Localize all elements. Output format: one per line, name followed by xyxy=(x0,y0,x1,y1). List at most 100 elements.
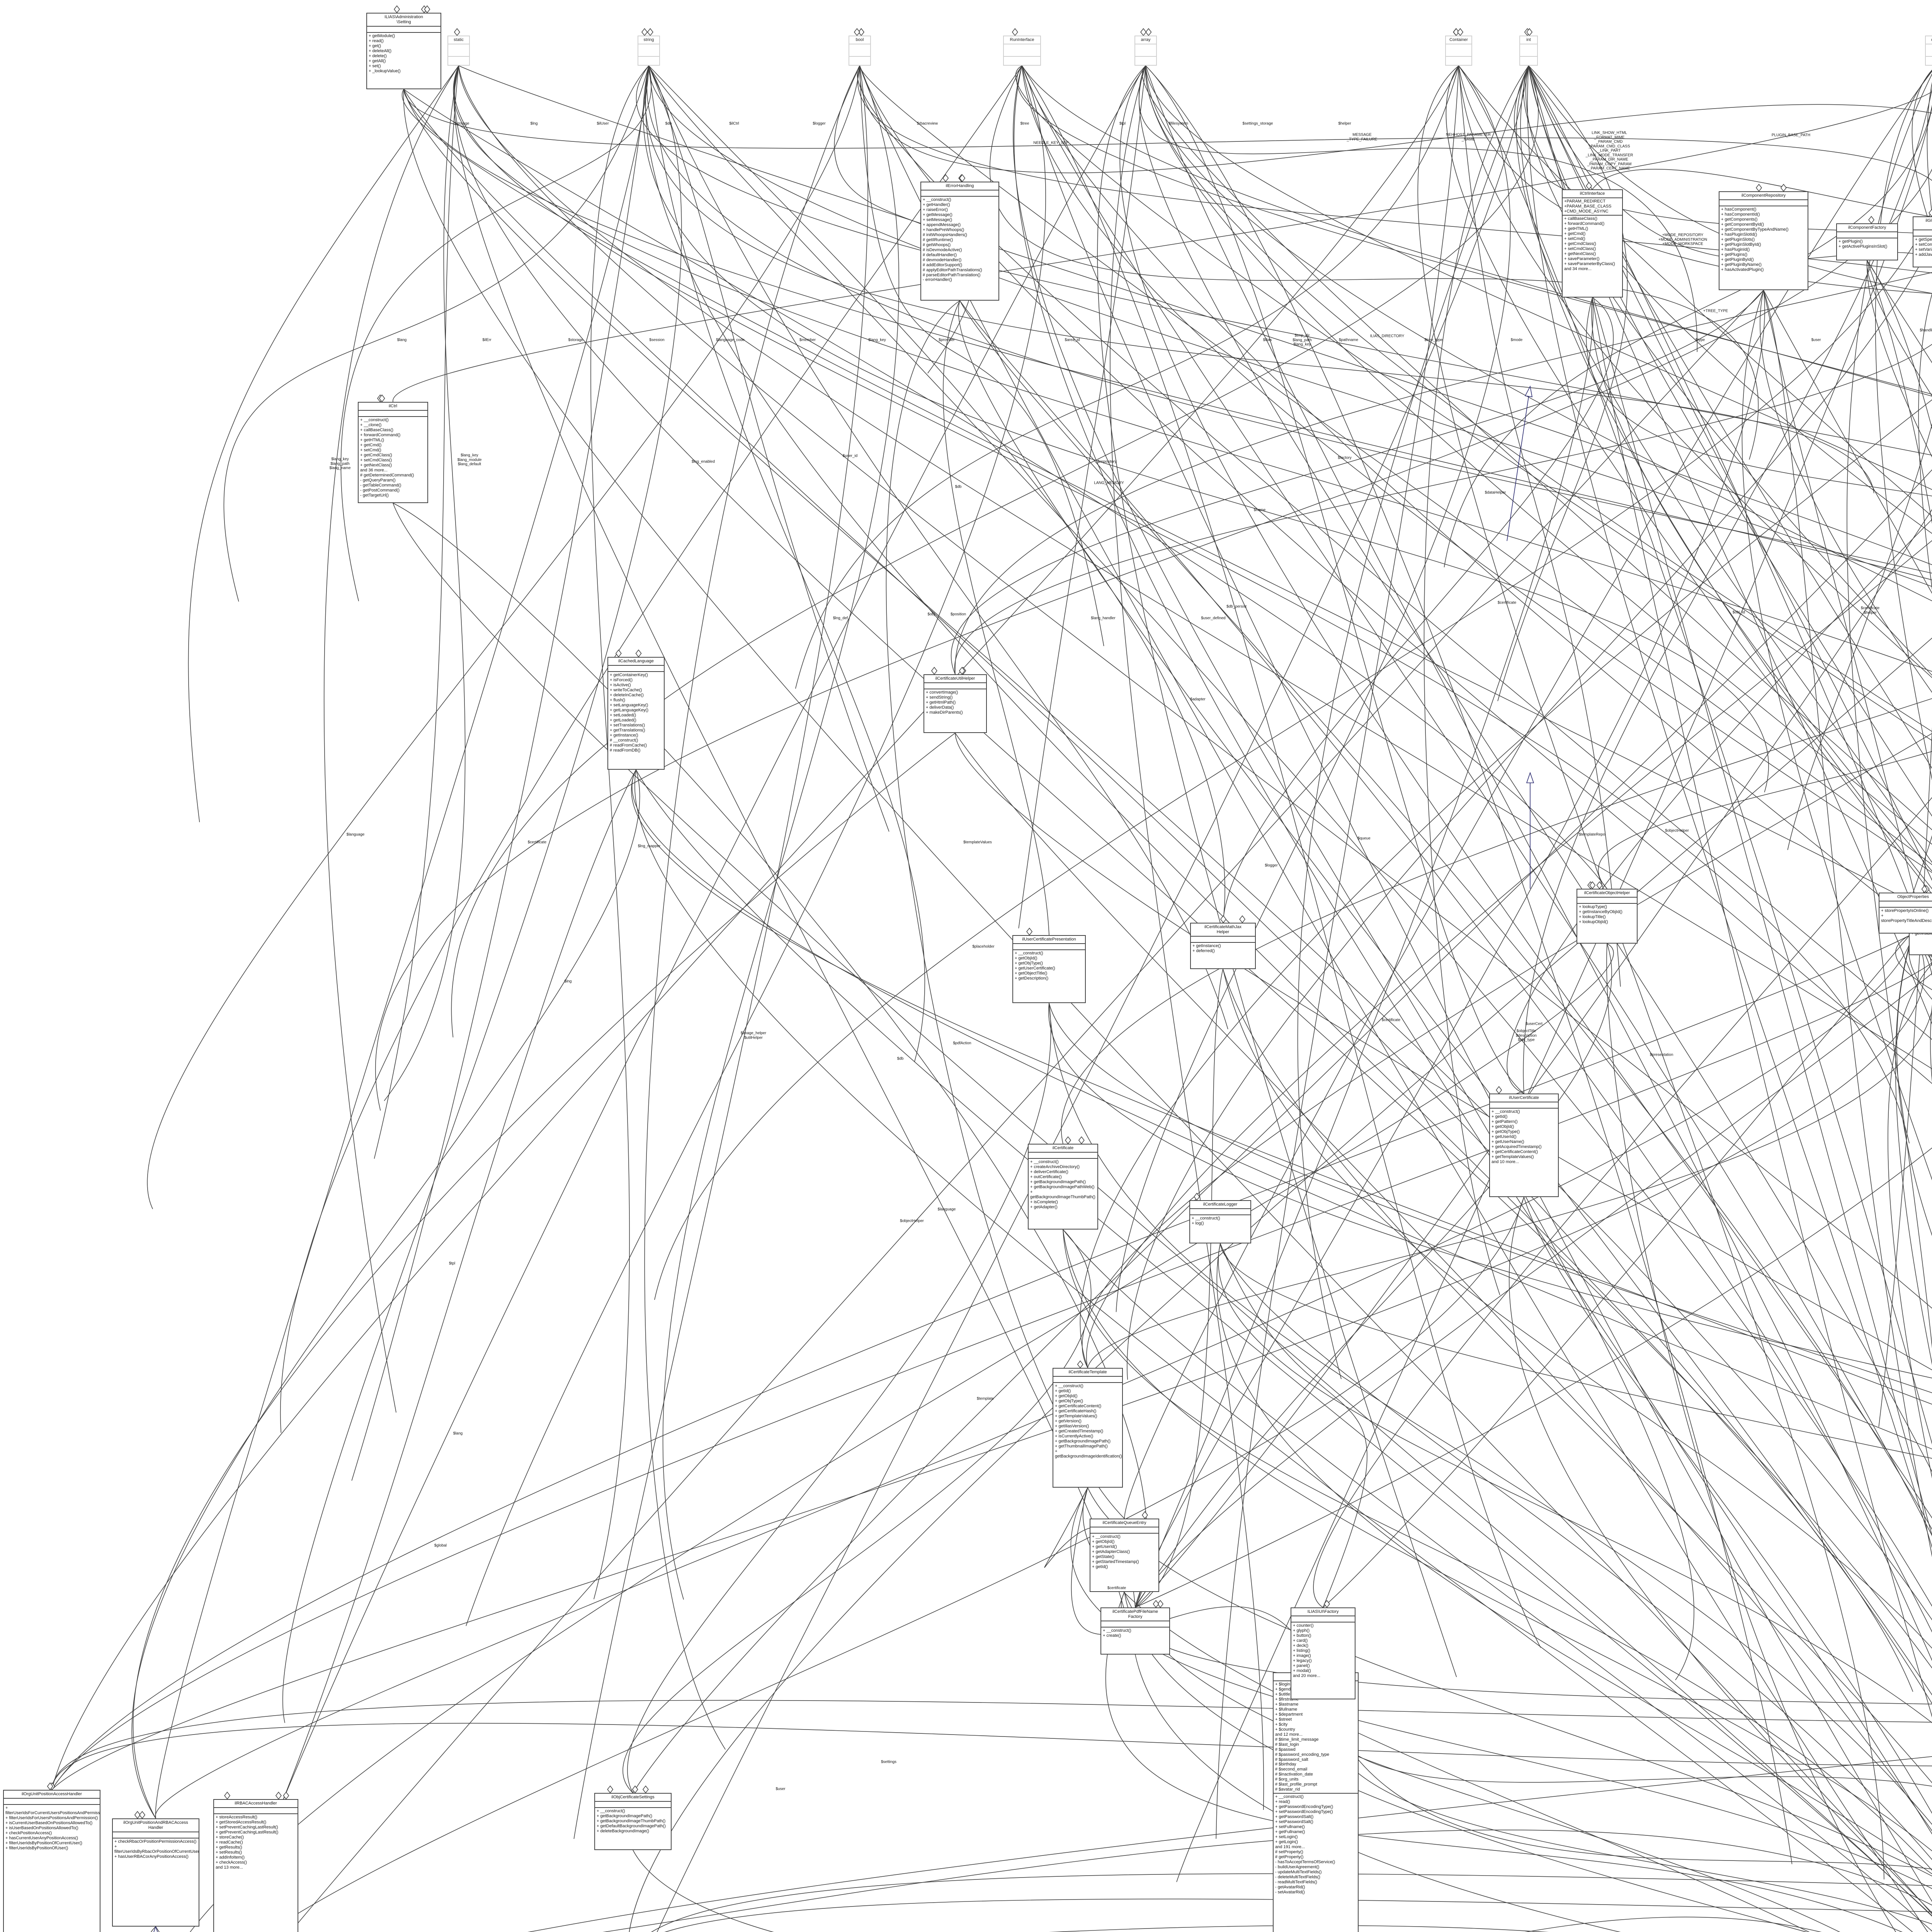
uml-class-attributes xyxy=(1013,944,1085,950)
uml-class-node[interactable]: ILIAS\Administration \Setting+ getModule… xyxy=(366,13,441,89)
uml-class-node[interactable]: ilOrgUnitPositionAccessHandler+ filterUs… xyxy=(3,1790,100,1932)
edge-label: $objectTitle $description $obj_type xyxy=(1516,1029,1537,1042)
uml-class-node[interactable]: ilCertificate+ __construct() + createArc… xyxy=(1028,1144,1098,1230)
uml-class-operations: + getContainerKey() + isForced() + isAct… xyxy=(610,672,648,753)
edge-label: $user xyxy=(1811,338,1821,342)
uml-class-operations: + __construct() + getHandler() + raiseEr… xyxy=(923,197,982,282)
uml-class-node[interactable]: ilCertificateQueueEntry+ __construct() +… xyxy=(1090,1519,1159,1592)
edge-label: $logger xyxy=(813,121,826,126)
uml-class-node[interactable]: ilGlobalTemplate Interface+ getSpecial()… xyxy=(1913,216,1932,267)
uml-class-node[interactable]: ilCertificateMathJax Helper+ getInstance… xyxy=(1190,923,1256,969)
edge-label: $helper xyxy=(1338,121,1351,126)
edge-label: $storage xyxy=(454,121,469,126)
edge-label: $userCert xyxy=(1526,1022,1543,1026)
edge-label: $lng xyxy=(564,979,572,984)
uml-class-title: ilCertificateTemplate xyxy=(1053,1369,1122,1377)
uml-class-attributes xyxy=(1029,1153,1097,1159)
uml-class-operations xyxy=(1135,57,1156,65)
uml-class-node[interactable]: ObjectProperties+ storePropertyIsOnline(… xyxy=(1879,893,1932,934)
edge-label: $ilias xyxy=(1263,338,1272,342)
edge-label: $lng_mapper xyxy=(638,844,661,849)
uml-class-operations xyxy=(1926,57,1932,65)
edge-label: NEHHOST_PARAMETER _NAME xyxy=(1446,133,1491,142)
uml-class-title: ObjectProperties xyxy=(1879,893,1932,901)
edge-label: $logger xyxy=(1265,863,1278,868)
uml-class-title: Container xyxy=(1446,36,1471,44)
uml-class-node[interactable]: Container xyxy=(1445,36,1472,66)
uml-class-node[interactable]: ilCertificateObjectHelper+ lookupType() … xyxy=(1577,889,1638,944)
uml-class-node[interactable]: const xyxy=(1925,36,1932,66)
uml-class-node[interactable]: ilUserCertificatePresentation+ __constru… xyxy=(1012,935,1086,1003)
uml-class-operations: + hasComponent() + hasComponentId() + ge… xyxy=(1721,207,1789,272)
uml-class-node[interactable]: ILIAS\UI\Factory+ counter() + glyph() + … xyxy=(1291,1607,1355,1699)
edge-label: $queue xyxy=(1357,836,1371,841)
uml-class-operations xyxy=(1446,57,1471,65)
edge-label: $ilUser xyxy=(597,121,609,126)
uml-class-operations xyxy=(638,57,659,65)
uml-class-node[interactable]: static xyxy=(447,36,470,66)
uml-class-node[interactable]: ilCtrlInterface+PARAM_REDIRECT +PARAM_BA… xyxy=(1562,189,1623,298)
uml-class-attributes xyxy=(1719,200,1808,206)
uml-class-node[interactable]: ilCtrl + __construct() + __clone() + call… xyxy=(358,402,428,503)
uml-class-operations: + getInstance() + deferred() xyxy=(1192,943,1221,953)
uml-class-node[interactable]: ilUserCertificate+ __construct() + getId… xyxy=(1489,1094,1559,1197)
uml-class-node[interactable]: ilCertificatePdfFileName Factory+ __cons… xyxy=(1100,1607,1170,1655)
edge-label: +TREE_TYPE xyxy=(1703,309,1728,313)
edge-label: PLUGIN_BASE_PATH xyxy=(1771,133,1811,138)
uml-class-attributes xyxy=(1577,898,1637,904)
uml-class-attributes xyxy=(1490,1102,1558,1109)
uml-class-attributes xyxy=(1913,230,1932,236)
uml-class-node[interactable]: ilCachedLanguage+ getContainerKey() + is… xyxy=(607,657,665,770)
uml-class-node[interactable]: int xyxy=(1519,36,1538,66)
uml-class-title: const xyxy=(1926,36,1932,44)
edge-label: $template xyxy=(977,1396,994,1401)
uml-class-title: ILIAS\UI\Factory xyxy=(1291,1608,1355,1616)
edge-label: $objectHelper xyxy=(1665,828,1689,833)
uml-class-operations: + __construct() + __clone() + callBaseCl… xyxy=(360,417,414,498)
edge-label: $presentation xyxy=(1650,1053,1673,1057)
edge-label: $area_id xyxy=(1065,338,1080,342)
uml-class-title: array xyxy=(1135,36,1156,44)
uml-class-title: ilErrorHandling xyxy=(921,182,998,190)
uml-class-node[interactable]: ilObjCertificateSettings+ __construct() … xyxy=(594,1793,672,1850)
uml-class-attributes xyxy=(849,44,870,57)
uml-class-node[interactable]: ilComponentRepository+ hasComponent() + … xyxy=(1719,191,1808,290)
edge-label: $db_persist xyxy=(1226,604,1247,609)
edge-label: $tree_type xyxy=(1424,338,1443,342)
uml-class-title: ilUserCertificate xyxy=(1490,1094,1558,1102)
edge-label: $tree xyxy=(1020,121,1029,126)
edge-label: $lng xyxy=(530,121,538,126)
edge-label: $global xyxy=(434,1543,447,1548)
uml-class-node[interactable]: RunInterface xyxy=(1003,36,1041,66)
uml-class-node[interactable]: array xyxy=(1134,36,1157,66)
uml-class-node[interactable]: ilErrorHandling + __construct() + getHand… xyxy=(920,182,999,301)
uml-class-node[interactable]: bool xyxy=(849,36,871,66)
edge-label: $certificate xyxy=(1497,600,1517,605)
uml-class-title: ilCtrl xyxy=(359,403,427,411)
uml-class-node[interactable]: ilCertificateLogger+ __construct() + log… xyxy=(1189,1200,1251,1243)
uml-class-attributes: +PARAM_REDIRECT +PARAM_BASE_CLASS +CMD_M… xyxy=(1563,198,1622,216)
edge-label: LINK_SHOW_HTML _FORMAT_MIME _PARAM_CMD _… xyxy=(1585,131,1633,171)
uml-class-operations: + convertImage() + sendString() + getHtm… xyxy=(926,690,963,715)
uml-class-node[interactable]: ilCertificateUtilHelper+ convertImage() … xyxy=(923,674,987,733)
uml-class-operations: + getSpecial() + setContent() + setVaria… xyxy=(1915,237,1932,257)
edge-label: $type xyxy=(1695,338,1705,342)
uml-class-operations: + __construct() + getId() + getObjId() +… xyxy=(1055,1383,1122,1459)
uml-class-operations: + callBaseClass() + forwardCommand() + g… xyxy=(1564,216,1615,271)
uml-class-node[interactable]: ilCertificateTemplate + __construct() + g… xyxy=(1053,1368,1123,1488)
uml-class-node[interactable]: string xyxy=(638,36,660,66)
uml-class-node[interactable]: ilRBACAccessHandler+ storeAccessResult()… xyxy=(213,1799,298,1932)
edge-label: $factory xyxy=(1338,456,1352,460)
uml-class-operations xyxy=(1520,57,1537,65)
uml-class-node[interactable]: ilOrgUnitPositionAndRBACAccess Handler+ … xyxy=(112,1818,199,1927)
edge-label: $lang_handler xyxy=(1091,616,1116,621)
edge-label: $filesystem xyxy=(1168,121,1189,126)
edge-label: $placeholder xyxy=(972,944,995,949)
edge-label: $user_id xyxy=(842,454,858,458)
uml-class-operations xyxy=(849,57,870,65)
uml-class-attributes xyxy=(4,1799,100,1805)
edge-label: $adapter xyxy=(1190,697,1206,702)
uml-class-node[interactable]: ilObjUser+ $login + $gender + $utitle + … xyxy=(1273,1672,1359,1932)
uml-class-operations: + lookupType() + getInstanceByObjId() + … xyxy=(1579,904,1622,924)
uml-class-node[interactable]: ilComponentFactory+ getPlugin() + getAct… xyxy=(1836,223,1898,260)
